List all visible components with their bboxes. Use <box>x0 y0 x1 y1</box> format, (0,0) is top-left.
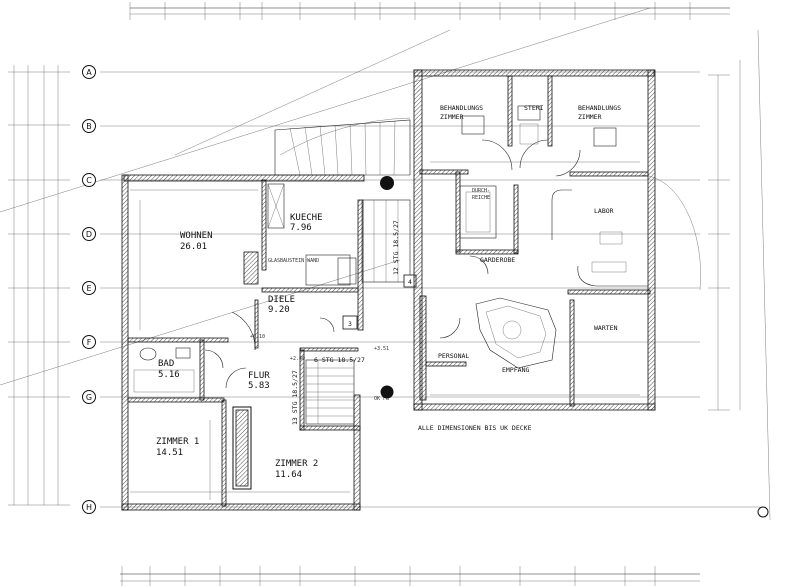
room-behandlung-1: BEHANDLUNGS ZIMMER <box>440 104 483 121</box>
svg-text:4: 4 <box>408 278 412 286</box>
bottom-dimension-chain <box>120 566 700 586</box>
level-note-1: +2.40 <box>290 356 305 362</box>
svg-text:F: F <box>87 338 92 347</box>
room-name-garderobe: GARDEROBE <box>480 256 515 264</box>
reception-desk <box>475 297 557 369</box>
door-swings-residence <box>204 311 335 389</box>
room-name-behandlung-2: BEHANDLUNGS <box>578 104 621 112</box>
room-wohnen: WOHNEN 26.01 <box>180 231 213 252</box>
practice-outer-walls <box>413 69 656 411</box>
svg-text:H: H <box>86 503 92 512</box>
level-note-diele: +0.10 <box>250 334 265 340</box>
axis-marker-d: D <box>82 227 96 241</box>
room-kueche: KUECHE 7.96 <box>290 213 323 233</box>
room-name-behandlung-2-line2: ZIMMER <box>578 113 602 121</box>
axis-marker-e: E <box>82 281 96 295</box>
room-name-behandlung-1-line2: ZIMMER <box>440 113 464 121</box>
svg-text:C: C <box>86 176 92 185</box>
left-dimension-chains <box>8 65 70 506</box>
svg-text:D: D <box>86 230 92 239</box>
column-marker-north <box>380 176 394 190</box>
glass-wall-note: GLASBAUSTEIN WAND <box>268 258 319 264</box>
top-dimension-chain <box>129 2 730 20</box>
wall-dimension-ticks <box>130 161 640 500</box>
ceiling-note: ALLE DIMENSIONEN BIS UK DECKE <box>418 424 532 432</box>
survey-lines <box>0 7 651 386</box>
main-stair <box>305 359 355 425</box>
room-area-kueche: 7.96 <box>290 223 312 233</box>
room-area-bad: 5.16 <box>158 370 180 380</box>
axis-marker-h-right <box>757 506 769 518</box>
room-zimmer1: ZIMMER 1 14.51 <box>156 437 199 458</box>
svg-text:B: B <box>86 122 92 131</box>
marker-box-3: 3 <box>342 315 358 330</box>
right-dimension-chains <box>708 29 771 521</box>
center-stair <box>361 199 411 283</box>
exterior-stair <box>274 117 411 176</box>
room-name-steri: STERI <box>524 104 544 112</box>
svg-text:E: E <box>86 284 91 293</box>
kitchen-counter <box>267 183 357 286</box>
room-name-zimmer1: ZIMMER 1 <box>156 437 199 447</box>
room-area-diele: 9.20 <box>268 305 290 315</box>
room-name-personal: PERSONAL <box>438 352 469 360</box>
room-zimmer2: ZIMMER 2 11.64 <box>275 459 318 480</box>
axis-marker-h: H <box>82 500 96 514</box>
okfb-note: OK FB <box>374 396 389 402</box>
treatment-furniture <box>459 105 617 239</box>
stair-note-upper: 12 STG 18.5/27 <box>392 220 400 275</box>
room-area-zimmer2: 11.64 <box>275 470 302 480</box>
glass-block-wall <box>243 251 259 285</box>
axis-marker-a: A <box>82 65 96 79</box>
residence-inner-walls <box>127 179 361 507</box>
room-name-kueche: KUECHE <box>290 213 323 223</box>
room-area-flur: 5.83 <box>248 381 270 391</box>
residence-outer-walls <box>121 174 365 511</box>
room-durchreiche: DURCH- REICHE <box>472 188 490 201</box>
room-name-flur: FLUR <box>248 371 270 381</box>
svg-text:G: G <box>86 393 92 402</box>
door-swings-practice <box>439 139 701 339</box>
stair-note-vertical: 13 STG 18.5/27 <box>291 370 299 425</box>
room-area-wohnen: 26.01 <box>180 242 207 252</box>
room-flur: FLUR 5.83 <box>248 371 270 391</box>
svg-text:3: 3 <box>348 320 352 328</box>
room-name-durchreiche-line2: REICHE <box>472 195 490 201</box>
axis-markers: A B C D E F G H <box>82 65 769 518</box>
axis-marker-b: B <box>82 119 96 133</box>
stair-note-main: 6 STG 18.5/27 <box>314 356 365 364</box>
room-name-wohnen: WOHNEN <box>180 231 213 241</box>
column-marker-south <box>380 385 394 399</box>
room-diele: DIELE 9.20 <box>268 295 295 315</box>
room-name-labor: LABOR <box>594 207 614 215</box>
bath-fixtures <box>133 347 195 393</box>
level-note-2: +3.51 <box>374 346 389 352</box>
room-area-zimmer1: 14.51 <box>156 448 183 458</box>
room-name-diele: DIELE <box>268 295 295 305</box>
axis-marker-f: F <box>82 335 96 349</box>
room-bad: BAD 5.16 <box>158 359 180 380</box>
room-behandlung-2: BEHANDLUNGS ZIMMER <box>578 104 621 121</box>
room-name-durchreiche: DURCH- <box>472 188 490 194</box>
room-name-warten: WARTEN <box>594 324 618 332</box>
room-name-zimmer2: ZIMMER 2 <box>275 459 318 469</box>
labor-counter <box>551 189 648 287</box>
room-name-empfang: EMPFANG <box>502 366 529 374</box>
svg-text:A: A <box>86 68 92 77</box>
room-name-behandlung-1: BEHANDLUNGS <box>440 104 483 112</box>
practice-inner-walls <box>419 75 651 407</box>
axis-marker-c: C <box>82 173 96 187</box>
room-name-bad: BAD <box>158 359 174 369</box>
axis-marker-g: G <box>82 390 96 404</box>
